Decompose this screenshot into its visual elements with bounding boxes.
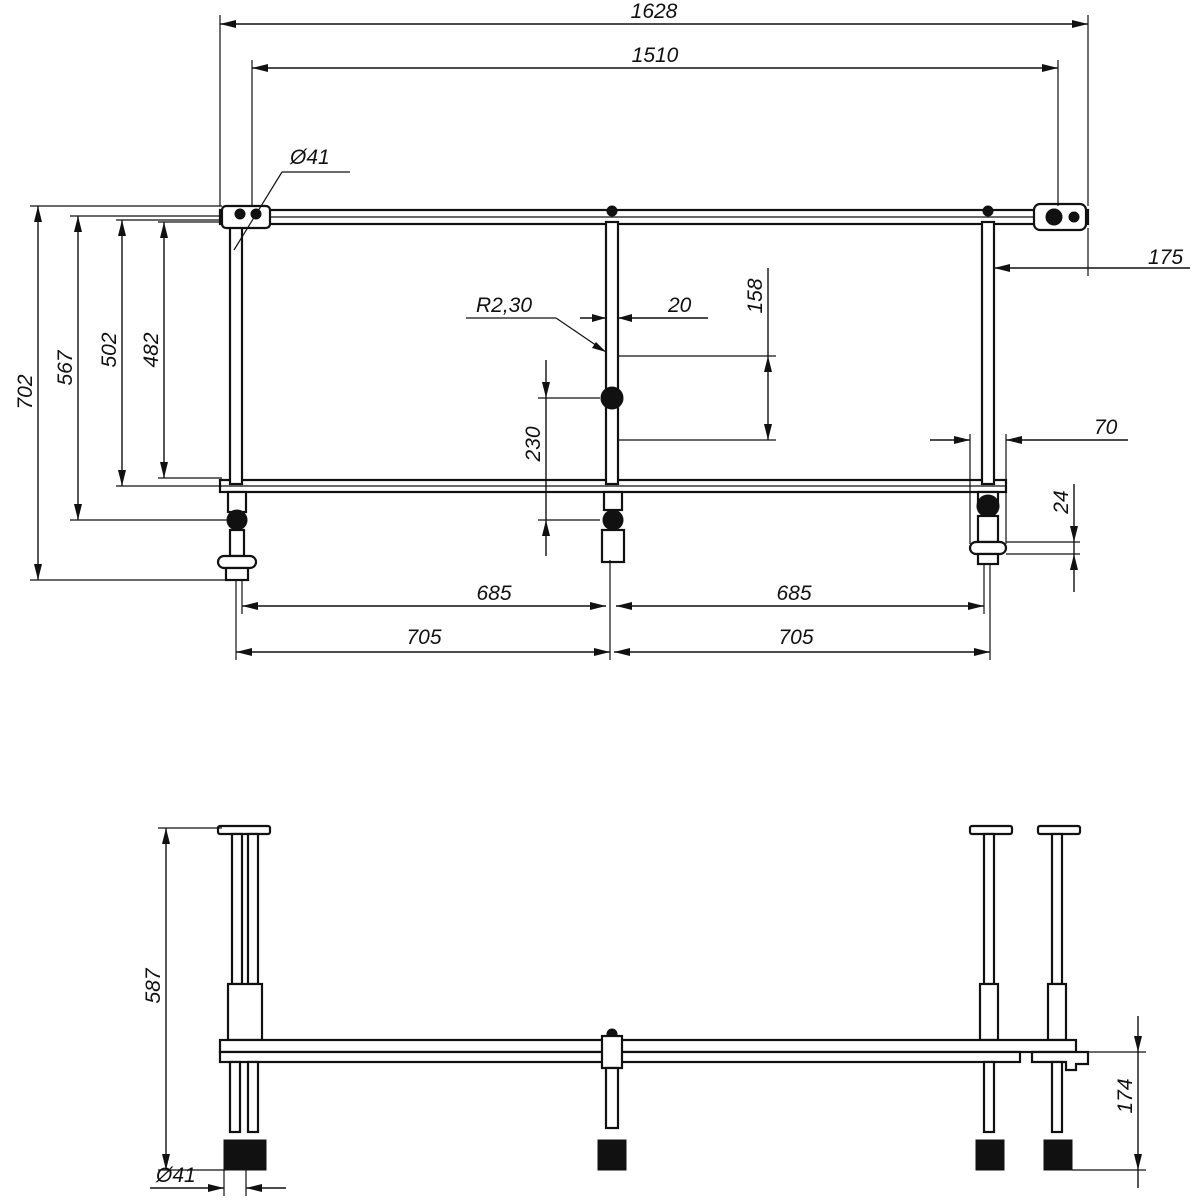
side-leg-right-b xyxy=(1050,832,1064,986)
label-702: 702 xyxy=(14,374,37,409)
center-ball-joint xyxy=(600,386,624,410)
side-foot-left xyxy=(223,1139,267,1171)
dim-radius-and-20: R2,30 20 xyxy=(466,294,708,353)
label-diameter-top: Ø41 xyxy=(289,146,330,169)
dim-24: 24 xyxy=(1006,484,1080,592)
right-foot xyxy=(968,490,1008,566)
label-24: 24 xyxy=(1050,490,1073,514)
dim-685-right: 685 xyxy=(616,564,985,614)
label-174: 174 xyxy=(1114,1078,1137,1113)
dim-174: 174 xyxy=(1072,1016,1146,1188)
label-radius: R2,30 xyxy=(476,294,532,317)
top-view-frame xyxy=(216,171,1090,582)
side-top-rail xyxy=(218,1038,1078,1054)
dim-1510: 1510 xyxy=(251,44,1059,206)
label-567: 567 xyxy=(54,349,77,385)
center-post xyxy=(604,220,620,486)
dim-502: 502 xyxy=(98,219,222,487)
side-leg-left-b xyxy=(246,832,260,986)
side-foot-right-a xyxy=(975,1139,1005,1171)
label-230: 230 xyxy=(522,426,545,462)
side-leg-right-a xyxy=(982,832,996,986)
label-1510: 1510 xyxy=(632,44,679,67)
label-70: 70 xyxy=(1094,416,1118,439)
label-158: 158 xyxy=(744,278,767,313)
dim-230: 230 xyxy=(522,360,600,556)
side-foot-right-b xyxy=(1043,1139,1073,1171)
label-685-left: 685 xyxy=(476,582,511,605)
label-502: 502 xyxy=(98,332,121,367)
dim-158: 158 xyxy=(618,268,776,441)
label-705-left: 705 xyxy=(406,626,441,649)
side-view-frame xyxy=(216,824,1090,1171)
side-foot-center xyxy=(597,1139,627,1171)
dim-175: 175 xyxy=(994,228,1190,276)
side-leg-left-a xyxy=(230,832,244,986)
left-foot xyxy=(216,490,258,582)
dim-705-right: 705 xyxy=(614,564,991,660)
label-diameter-bottom: Ø41 xyxy=(155,1164,196,1187)
label-685-right: 685 xyxy=(776,582,811,605)
dim-70: 70 xyxy=(930,416,1128,544)
dim-1628: 1628 xyxy=(219,0,1089,206)
left-post xyxy=(228,220,244,486)
dim-diameter-bottom: Ø41 xyxy=(150,1164,286,1196)
label-175: 175 xyxy=(1148,246,1183,269)
dim-587: 587 xyxy=(142,827,226,1171)
dim-702: 702 xyxy=(14,205,226,581)
label-20: 20 xyxy=(667,294,692,317)
dim-685-left: 685 xyxy=(241,560,611,660)
label-482: 482 xyxy=(140,332,163,367)
label-1628: 1628 xyxy=(631,0,678,23)
center-foot xyxy=(600,490,626,564)
dim-482: 482 xyxy=(140,221,222,479)
right-post xyxy=(980,220,996,486)
dim-567: 567 xyxy=(54,215,228,521)
label-587: 587 xyxy=(142,967,165,1003)
dim-705-left: 705 xyxy=(235,580,610,660)
label-705-right: 705 xyxy=(778,626,813,649)
